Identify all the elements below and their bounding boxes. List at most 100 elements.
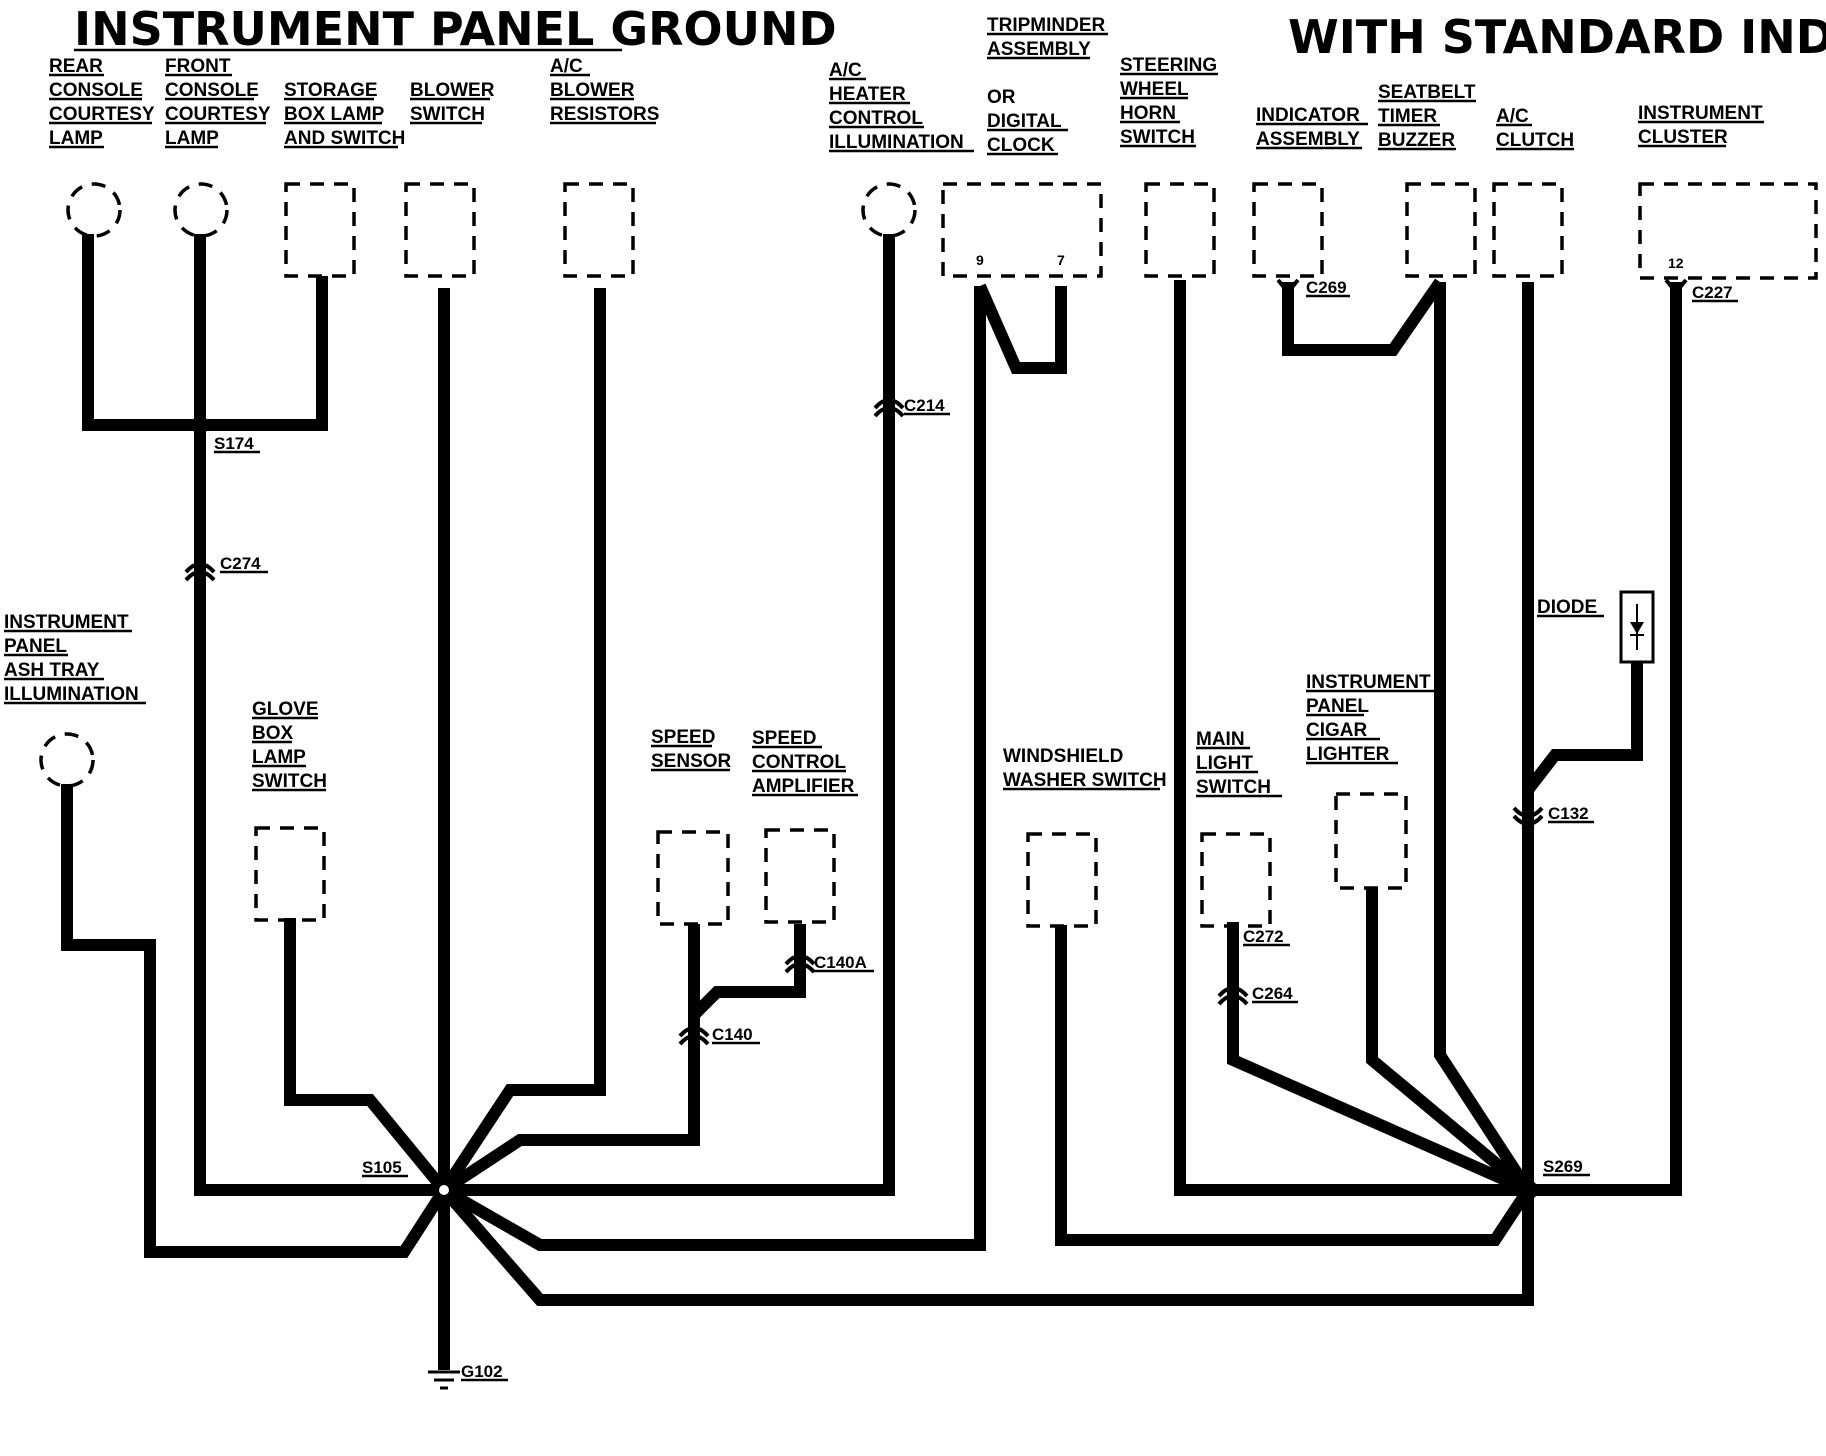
label-cigar-lighter: INSTRUMENT PANEL CIGAR LIGHTER bbox=[1306, 672, 1431, 765]
ac-clutch-symbol bbox=[1492, 182, 1564, 278]
label-line: LAMP bbox=[165, 128, 219, 149]
label-c214: C214 bbox=[904, 396, 945, 415]
wire-main-light bbox=[1227, 922, 1531, 1196]
wire-ac-heater-illum bbox=[444, 234, 895, 1196]
connector-c140a-icon bbox=[784, 954, 816, 974]
label-line: LIGHTER bbox=[1306, 744, 1390, 765]
label-line: INSTRUMENT bbox=[4, 612, 129, 633]
splice-s174-icon bbox=[191, 416, 209, 434]
wire-rear-console-lamp bbox=[82, 234, 200, 431]
label-line: TRIPMINDER bbox=[987, 15, 1106, 36]
label-line: ASSEMBLY bbox=[1256, 129, 1360, 150]
wire-steering-horn bbox=[1174, 280, 1528, 1196]
label-ac-clutch: A/C CLUTCH bbox=[1496, 106, 1574, 151]
label-line: SWITCH bbox=[1120, 127, 1195, 148]
label-line: BLOWER bbox=[410, 80, 495, 101]
instrument-cluster-symbol bbox=[1638, 182, 1818, 280]
label-line: OR bbox=[987, 87, 1016, 108]
label-line: STORAGE bbox=[284, 80, 378, 101]
label-line: REAR bbox=[49, 56, 103, 77]
connector-marks bbox=[184, 278, 1688, 1046]
label-line: STEERING bbox=[1120, 55, 1217, 76]
cigar-lighter-symbol bbox=[1334, 792, 1408, 890]
label-line: ASSEMBLY bbox=[987, 39, 1091, 60]
wire-front-console-lamp bbox=[194, 234, 444, 1196]
label-line: LIGHT bbox=[1196, 753, 1253, 774]
wire-harness bbox=[61, 234, 1682, 1370]
splices bbox=[191, 416, 1538, 1202]
pin-tripminder-9: 9 bbox=[976, 252, 984, 268]
label-line: INSTRUMENT bbox=[1306, 672, 1431, 693]
label-line: LAMP bbox=[49, 128, 103, 149]
wire-diode bbox=[1523, 660, 1643, 794]
label-line: COURTESY bbox=[165, 104, 271, 125]
label-line: ILLUMINATION bbox=[4, 684, 139, 705]
connector-c227-icon bbox=[1664, 278, 1688, 296]
label-line: AND SWITCH bbox=[284, 128, 405, 149]
label-speed-sensor: SPEED SENSOR bbox=[651, 727, 732, 772]
label-speed-control-amplifier: SPEED CONTROL AMPLIFIER bbox=[752, 728, 855, 797]
label-s174: S174 bbox=[214, 434, 254, 453]
label-line: CONSOLE bbox=[165, 80, 259, 101]
wire-storage-box-lamp bbox=[200, 276, 328, 431]
wire-tripminder-jumper bbox=[974, 283, 1067, 374]
label-line: SWITCH bbox=[252, 771, 327, 792]
label-steering-horn: STEERING WHEEL HORN SWITCH bbox=[1120, 55, 1217, 148]
label-line: DIGITAL bbox=[987, 111, 1062, 132]
label-line: SEATBELT bbox=[1378, 82, 1476, 103]
splice-s105-icon-inner bbox=[439, 1185, 449, 1195]
label-line: A/C bbox=[829, 60, 862, 81]
label-ac-heater-illumination: A/C HEATER CONTROL ILLUMINATION bbox=[829, 60, 964, 153]
label-ash-tray-illumination: INSTRUMENT PANEL ASH TRAY ILLUMINATION bbox=[4, 612, 139, 705]
tripminder-symbol bbox=[941, 182, 1103, 278]
label-line: COURTESY bbox=[49, 104, 155, 125]
label-diode: DIODE bbox=[1537, 597, 1597, 618]
wire-cigar-lighter bbox=[1366, 888, 1532, 1195]
diode-icon bbox=[1619, 590, 1655, 664]
label-line: ILLUMINATION bbox=[829, 132, 964, 153]
label-s105: S105 bbox=[362, 1158, 402, 1177]
label-tripminder: TRIPMINDER ASSEMBLY OR DIGITAL CLOCK bbox=[987, 15, 1106, 156]
components bbox=[39, 182, 1818, 928]
ash-tray-lamp-symbol bbox=[39, 732, 95, 788]
title-instrument-panel-ground: INSTRUMENT PANEL GROUND bbox=[74, 2, 837, 56]
label-underlines bbox=[4, 32, 1764, 1382]
label-line: BOX LAMP bbox=[284, 104, 385, 125]
label-rear-console-lamp: REAR CONSOLE COURTESY LAMP bbox=[49, 56, 155, 149]
front-console-lamp-symbol bbox=[173, 182, 229, 238]
label-c140: C140 bbox=[712, 1025, 753, 1044]
rear-console-lamp-symbol bbox=[66, 182, 122, 238]
label-line: HORN bbox=[1120, 103, 1176, 124]
label-c264: C264 bbox=[1252, 984, 1293, 1003]
connector-c132-icon bbox=[1512, 806, 1544, 826]
ac-blower-resistors-symbol bbox=[563, 182, 635, 278]
label-line: INSTRUMENT bbox=[1638, 103, 1763, 124]
label-line: CONTROL bbox=[829, 108, 923, 129]
pin-labels: 9 7 12 bbox=[976, 252, 1684, 271]
wire-speed-control bbox=[689, 924, 806, 1020]
label-line: SENSOR bbox=[651, 751, 732, 772]
wire-indicator-assembly bbox=[1282, 278, 1445, 356]
speed-sensor-symbol bbox=[656, 830, 730, 926]
connector-c274-icon bbox=[184, 562, 216, 582]
label-g102: G102 bbox=[461, 1362, 503, 1381]
wire-tripminder bbox=[441, 286, 986, 1251]
wire-seatbelt-buzzer bbox=[1434, 282, 1534, 1194]
windshield-washer-symbol bbox=[1026, 832, 1098, 928]
label-line: WINDSHIELD bbox=[1003, 746, 1123, 767]
indicator-assembly-symbol bbox=[1252, 182, 1324, 278]
steering-horn-symbol bbox=[1144, 182, 1216, 278]
label-glove-box-switch: GLOVE BOX LAMP SWITCH bbox=[252, 699, 327, 792]
label-line: FRONT bbox=[165, 56, 231, 77]
wire-glove-box bbox=[284, 918, 449, 1194]
pin-tripminder-7: 7 bbox=[1057, 252, 1065, 268]
pin-cluster-12: 12 bbox=[1668, 255, 1684, 271]
speed-control-symbol bbox=[764, 828, 836, 924]
label-line: CLUTCH bbox=[1496, 130, 1574, 151]
seatbelt-buzzer-symbol bbox=[1405, 182, 1477, 278]
title-with-standard-indicators: WITH STANDARD INDICATORS bbox=[1288, 10, 1826, 64]
connector-labels: S174 C274 C214 C269 C227 C132 C140A C140… bbox=[214, 278, 1733, 1381]
label-line: CLUSTER bbox=[1638, 127, 1728, 148]
label-blower-switch: BLOWER SWITCH bbox=[410, 80, 495, 125]
connector-c214-icon bbox=[873, 398, 905, 418]
